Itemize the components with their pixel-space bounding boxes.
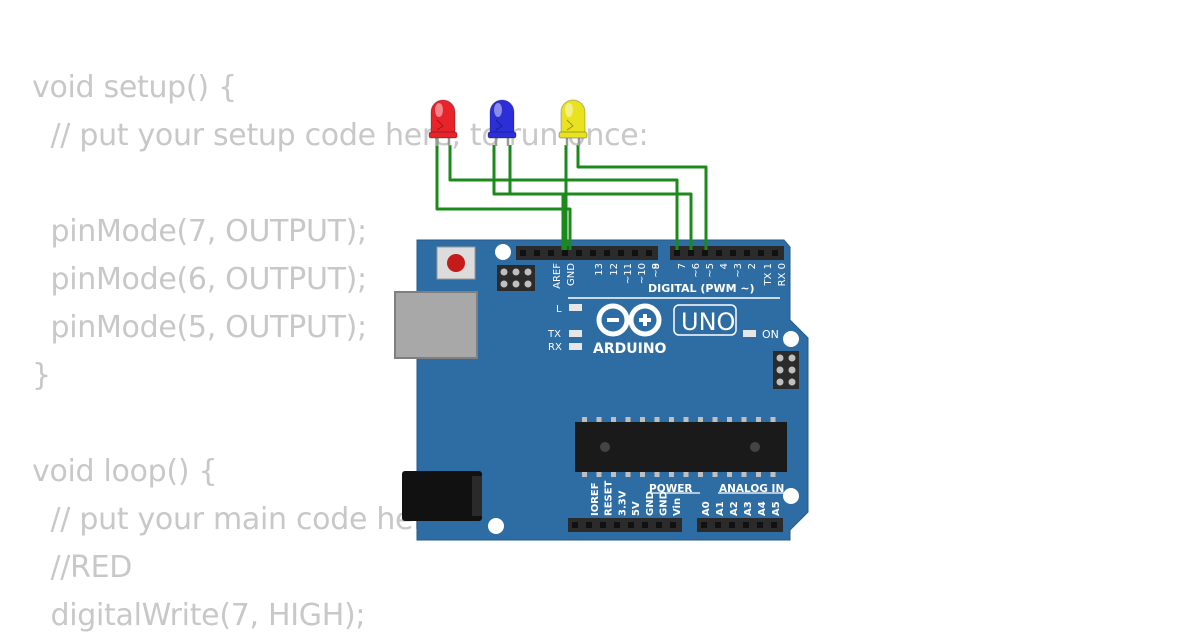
pin-label: RX 0: [777, 263, 788, 286]
led-anvil: [566, 119, 574, 131]
svg-text:ON: ON: [762, 328, 779, 341]
code-line[interactable]: void setup() {: [32, 70, 237, 105]
onboard-led-l: L: [556, 304, 582, 315]
pin-label: 13: [594, 263, 605, 276]
power-label: POWER: [649, 483, 692, 495]
leds: [428, 99, 588, 146]
pin-label: AREF: [552, 263, 563, 289]
code-line[interactable]: pinMode(5, OUTPUT);: [32, 310, 367, 345]
pin-label: A1: [715, 501, 726, 516]
pin-label: 4: [719, 263, 730, 269]
pin-label: A0: [701, 501, 712, 516]
reset-button[interactable]: [436, 246, 476, 280]
led-red[interactable]: [428, 99, 458, 146]
code-line[interactable]: pinMode(7, OUTPUT);: [32, 214, 367, 249]
dc-power-jack: [402, 471, 482, 521]
digital-header-right[interactable]: [670, 246, 784, 260]
led-yellow[interactable]: [558, 99, 588, 146]
pin-label: TX 1: [763, 263, 774, 287]
analog-in-label: ANALOG IN: [719, 483, 784, 495]
pin-label: 7: [677, 263, 688, 269]
pin-label: GND: [645, 491, 656, 516]
led-highlight: [435, 103, 443, 117]
icsp-header: [497, 265, 535, 291]
pin-label: 3.3V: [617, 490, 628, 516]
led-anvil: [436, 119, 444, 131]
analog-header[interactable]: [697, 518, 783, 532]
mounting-hole: [783, 331, 799, 347]
led-highlight: [494, 103, 502, 117]
digital-header-left[interactable]: [516, 246, 658, 260]
wire-yellow-anode-pin5: [576, 145, 708, 250]
pin-label: ~6: [691, 263, 702, 278]
wire-blue-cathode-gnd: [492, 145, 565, 250]
pin-label: A4: [757, 501, 768, 516]
pin-label: ~11: [623, 263, 634, 284]
code-line[interactable]: digitalWrite(7, HIGH);: [32, 598, 366, 633]
wires: [435, 137, 708, 250]
onboard-led-rx: RX: [548, 342, 582, 353]
led-rim: [558, 131, 588, 139]
led-body: [430, 99, 456, 137]
led-body: [489, 99, 515, 137]
pin-label: A5: [771, 501, 782, 516]
wire-red-anode-pin7: [448, 145, 679, 250]
code-line[interactable]: pinMode(6, OUTPUT);: [32, 262, 367, 297]
uno-badge: [673, 304, 737, 336]
led-blue[interactable]: [487, 99, 517, 146]
code-line[interactable]: void loop() {: [32, 454, 218, 489]
svg-text:L: L: [556, 304, 562, 315]
mounting-hole: [783, 488, 799, 504]
pin-label: A2: [729, 501, 740, 516]
led-body: [560, 99, 586, 137]
mounting-hole: [495, 244, 511, 260]
pin-label: 5V: [631, 501, 642, 516]
led-anvil: [495, 119, 503, 131]
uno-model: UNO: [681, 308, 735, 336]
arduino-logo-icon: [596, 303, 662, 337]
usb-connector: [394, 291, 478, 359]
wire-red-cathode-gnd: [435, 137, 572, 250]
pin-label: Vin: [672, 498, 683, 516]
icsp-header-right: [773, 351, 799, 389]
pin-label: IOREF: [590, 482, 601, 516]
pin-label: 8: [651, 263, 662, 269]
onboard-led-on: ON: [743, 328, 779, 341]
code-editor[interactable]: void setup() { // put your setup code he…: [32, 64, 649, 640]
code-line[interactable]: }: [32, 358, 51, 393]
pin-label: GND: [566, 263, 577, 286]
pin-label: ~3: [733, 263, 744, 278]
wire-blue-anode-pin6: [508, 145, 693, 250]
pin-label: ~5: [705, 263, 716, 278]
arduino-brand: ARDUINO: [593, 341, 667, 357]
mounting-hole: [488, 518, 504, 534]
pin-label: 12: [609, 263, 620, 276]
pin-label: A3: [743, 501, 754, 516]
pin-label: GND: [659, 491, 670, 516]
led-highlight: [565, 103, 573, 117]
svg-text:RX: RX: [548, 342, 562, 353]
svg-text:TX: TX: [547, 329, 561, 340]
pin-label: RESET: [604, 480, 615, 516]
onboard-led-tx: TX: [547, 329, 582, 340]
microcontroller-chip: [575, 417, 787, 477]
digital-label: DIGITAL (PWM ~): [648, 282, 755, 295]
power-header[interactable]: [568, 518, 682, 532]
pin-label: ~10: [637, 263, 648, 284]
code-line[interactable]: //RED: [32, 550, 133, 585]
led-rim: [487, 131, 517, 139]
pin-label: ~9: [651, 263, 662, 278]
pin-label: 2: [747, 263, 758, 269]
led-rim: [428, 131, 458, 139]
